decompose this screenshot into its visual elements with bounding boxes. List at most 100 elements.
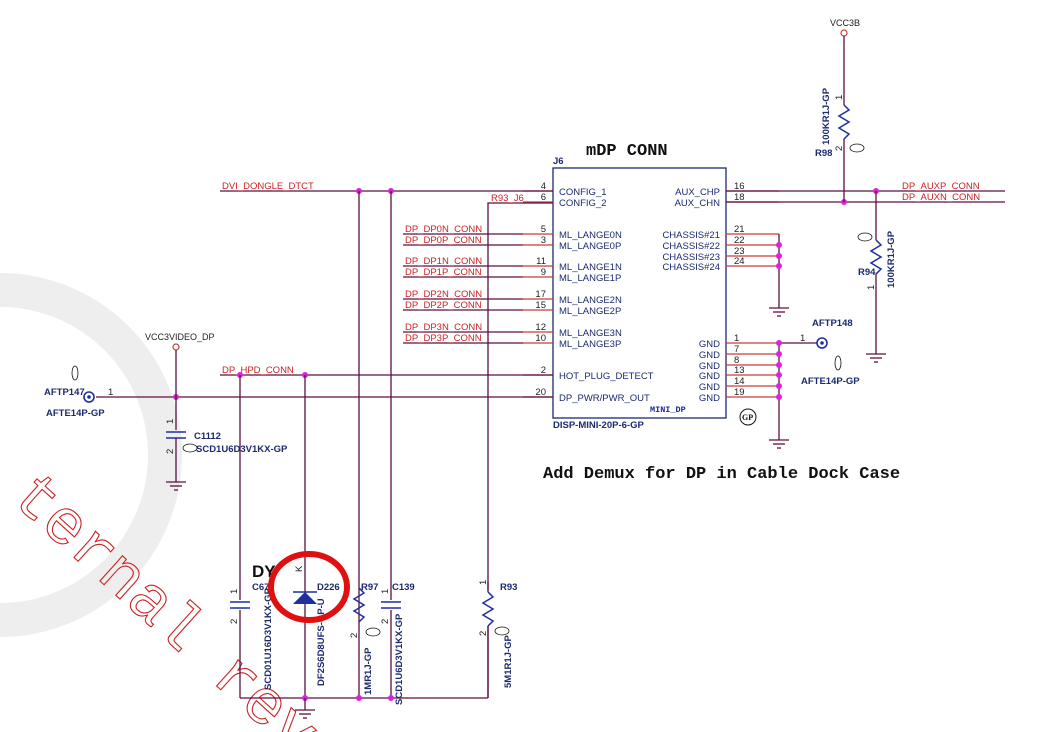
ground-chassis xyxy=(769,307,789,317)
pin-number: 24 xyxy=(734,256,745,267)
pin-name: GND xyxy=(699,339,720,350)
lane-net: DP_DP3P_CONN xyxy=(403,333,523,344)
net-label-lane: DP_DP1N_CONN xyxy=(405,256,482,267)
testpoint-aftp148[interactable]: 1 AFTP148 AFTE14P-GP xyxy=(800,318,860,387)
c139-value: SCD1U6D3V1KX-GP xyxy=(394,613,405,705)
pin-number: 19 xyxy=(734,387,745,398)
resistor-r97[interactable]: R97 2 1MR1J-GP xyxy=(349,582,381,695)
net-label-dvi-dongle: DVI_DONGLE_DTCT xyxy=(222,181,314,192)
net-label-auxp: DP_AUXP_CONN xyxy=(902,181,980,192)
resistor-r93[interactable]: R93 1 2 5M1R1J-GP xyxy=(478,580,517,698)
lane-net: DP_DP1N_CONN xyxy=(403,256,523,267)
svg-text:1: 1 xyxy=(380,589,391,594)
ground-gnd-bus xyxy=(769,439,789,449)
annotation-note: Add Demux for DP in Cable Dock Case xyxy=(543,465,900,484)
svg-text:2: 2 xyxy=(229,619,240,624)
pin-name: GND xyxy=(699,350,720,361)
lane-net: DP_DP1P_CONN xyxy=(403,267,523,278)
pin-number: 10 xyxy=(535,333,546,344)
pin-name: CONFIG_2 xyxy=(559,198,607,209)
svg-text:2: 2 xyxy=(834,146,845,151)
r94-ref: R94 xyxy=(858,267,876,278)
pin-number: 16 xyxy=(734,181,745,192)
connector-j6-body[interactable] xyxy=(552,167,727,419)
power-port-vcc3b[interactable] xyxy=(840,29,848,37)
pin-number: 18 xyxy=(734,192,745,203)
connector-pin-left[interactable]: 5ML_LANGE0N xyxy=(523,224,622,241)
pin-number: 22 xyxy=(734,235,745,246)
diode-d226[interactable]: D226 K DF2S6D8UFS-GP-U xyxy=(293,565,340,686)
pin-name: CHASSIS#22 xyxy=(662,241,720,252)
pin-name: DP_PWR/PWR_OUT xyxy=(559,393,650,404)
pin-name: AUX_CHN xyxy=(675,198,721,209)
svg-text:GP: GP xyxy=(742,413,753,422)
net-label-hpd: DP_HPD_CONN xyxy=(222,365,294,376)
pin-name: CHASSIS#24 xyxy=(662,262,720,273)
ground-c1112 xyxy=(166,481,186,491)
svg-text:1: 1 xyxy=(866,285,877,290)
connector-part: DISP-MINI-20P-6-GP xyxy=(553,420,644,431)
connector-title: mDP CONN xyxy=(586,142,668,161)
pin-number: 15 xyxy=(535,300,546,311)
pin-name: HOT_PLUG_DETECT xyxy=(559,371,654,382)
pin-number: 6 xyxy=(541,192,546,203)
pin-number: 12 xyxy=(535,322,546,333)
ground-r94 xyxy=(866,353,886,363)
c67-value: SCD01U16D3V1KX-GP xyxy=(263,587,274,690)
svg-text:2: 2 xyxy=(478,631,489,636)
pin-name: ML_LANGE2P xyxy=(559,306,621,317)
pin-name: CONFIG_1 xyxy=(559,187,607,198)
pin-name: CHASSIS#21 xyxy=(662,230,720,241)
resistor-r98[interactable]: 1 2 R98 100KR1J-GP xyxy=(815,87,865,202)
connector-pin-left[interactable]: 9ML_LANGE1P xyxy=(523,267,621,284)
lane-net-labels: DP_DP0N_CONNDP_DP0P_CONNDP_DP1N_CONNDP_D… xyxy=(403,224,523,344)
capacitor-c139[interactable]: C139 1 2 SCD1U6D3V1KX-GP xyxy=(380,582,415,705)
c67-ref: C67 xyxy=(252,582,269,593)
connector-pin-left[interactable]: 3ML_LANGE0P xyxy=(523,235,621,252)
pin-name: GND xyxy=(699,371,720,382)
power-port-vcc3video[interactable] xyxy=(172,343,180,351)
wire-r93-j6 xyxy=(487,202,553,698)
pin-name: ML_LANGE0P xyxy=(559,241,621,252)
power-label-vcc3video: VCC3VIDEO_DP xyxy=(145,332,215,342)
pin-number: 20 xyxy=(535,387,546,398)
aftp148-ref: AFTP148 xyxy=(812,318,853,329)
pin-number: 21 xyxy=(734,224,745,235)
c1112-value: SCD1U6D3V1KX-GP xyxy=(196,444,288,455)
lane-net: DP_DP2P_CONN xyxy=(403,300,523,311)
connector-footprint-label: MINI_DP xyxy=(650,405,686,415)
junction xyxy=(356,695,362,701)
pin-number: 14 xyxy=(734,376,745,387)
junction xyxy=(776,372,782,378)
svg-text:1: 1 xyxy=(229,589,240,594)
capacitor-c67[interactable]: C67 SCD01U16D3V1KX-GP 1 2 xyxy=(229,582,274,690)
power-label-vcc3b: VCC3B xyxy=(830,18,860,28)
aftp147-value: AFTE14P-GP xyxy=(46,408,105,419)
testpoint-aftp147[interactable]: 1 AFTP147 AFTE14P-GP xyxy=(44,365,113,419)
capacitor-c1112[interactable]: 1 2 C1112 SCD1U6D3V1KX-GP xyxy=(165,419,288,482)
pin-number: 23 xyxy=(734,246,745,257)
junction xyxy=(776,340,782,346)
junction xyxy=(776,394,782,400)
d226-ref: D226 xyxy=(317,582,340,593)
resistor-r94[interactable]: 1 R94 100KR1J-GP xyxy=(857,230,897,354)
net-label-lane: DP_DP3N_CONN xyxy=(405,322,482,333)
